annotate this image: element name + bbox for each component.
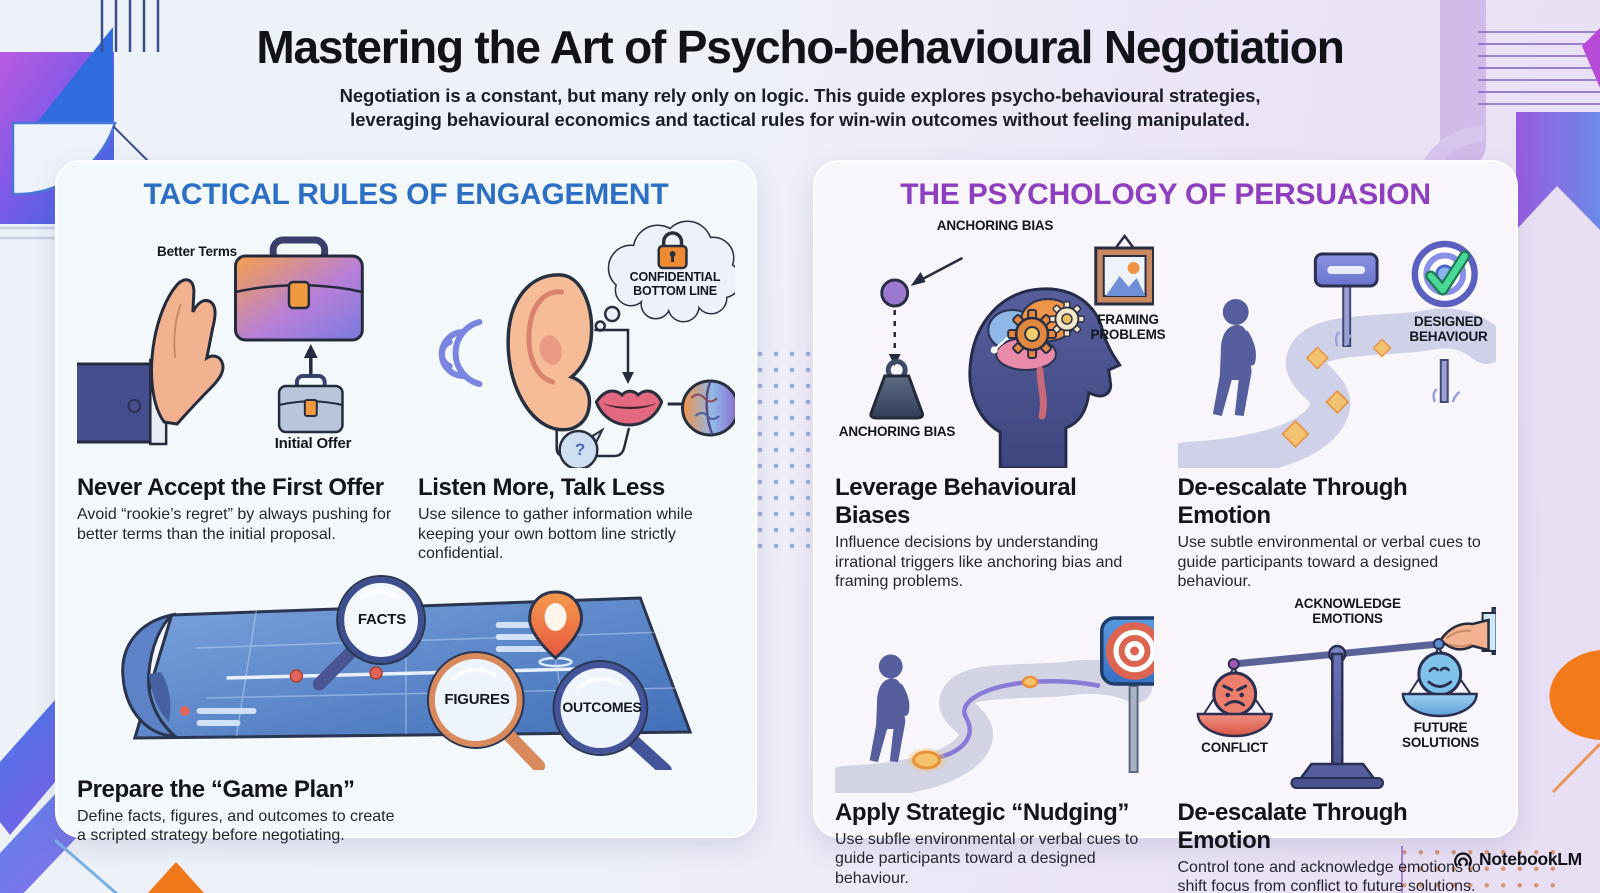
section-listen-more: CONFIDENTIAL BOTTOM LINE ? Listen More, … [418,218,735,564]
scale-post [1289,652,1384,789]
section-title: Never Accept the First Offer [77,474,384,501]
section-title: Prepare the “Game Plan” [77,775,355,803]
figures-label: FIGURES [444,690,510,708]
designed-behaviour-label: DESIGNED BEHAVIOUR [1409,314,1488,345]
magnifier-figures-icon [426,650,546,770]
section-deescalate-emotion: ACKNOWLEDGE EMOTIONS CONFLICT FUTURE SOL… [1177,595,1496,893]
section-body: Avoid “rookie’s regret” by always pushin… [77,506,392,543]
page-title: Mastering the Art of Psycho-behavioural … [256,21,1344,73]
stop-hand-icon [77,278,225,446]
facts-label: FACTS [357,610,407,628]
head-silhouette-icon [968,287,1122,468]
notebooklm-logo-icon [1454,852,1472,867]
anchor-callout-arrow [910,256,963,286]
acknowledge-emotions-label: ACKNOWLEDGE EMOTIONS [1294,595,1401,626]
flag-pole [1431,359,1460,403]
section-body: Use subtle environmental or verbal cues … [1177,534,1481,591]
arrow-up-icon [303,344,318,374]
notebooklm-logo-text: NotebookLM [1479,848,1582,869]
panel-tactical-rules: TACTICAL RULES OF ENGAGEMENT [55,160,757,844]
ear-icon [506,273,594,432]
confidential-bottom-line-label: CONFIDENTIAL BOTTOM LINE [629,270,721,298]
winding-path [835,659,1153,793]
balance-scale-illustration: ACKNOWLEDGE EMOTIONS CONFLICT FUTURE SOL… [1178,595,1496,793]
panel-psychology-persuasion: THE PSYCHOLOGY OF PERSUASION [813,160,1518,893]
solutions-pan [1401,646,1478,717]
page-subtitle: Negotiation is a constant, but many rely… [339,85,1261,131]
brain-icon [681,379,735,437]
section-strategic-nudging: Apply Strategic “Nudging” Use subfle env… [835,598,1154,893]
arrow-ear-to-lips [594,328,630,374]
section-body: Use silence to gather information while … [418,506,693,563]
briefcase-large-icon [234,236,364,342]
panel-heading-tactical: TACTICAL RULES OF ENGAGEMENT [143,178,669,211]
initial-offer-label: Initial Offer [274,435,352,452]
outcomes-label: OUTCOMES [562,698,642,715]
person-silhouette [869,654,910,762]
picture-frame-icon [1094,233,1154,306]
future-solutions-label: FUTURE SOLUTIONS [1402,719,1479,750]
listen-illustration: CONFIDENTIAL BOTTOM LINE ? [418,218,735,468]
page-header: Mastering the Art of Psycho-behavioural … [0,20,1600,132]
anchor-ball-icon [880,278,910,308]
section-title: Listen More, Talk Less [418,474,665,501]
section-never-accept-first-offer: Better Terms Initial Offer Never Accept … [77,218,394,564]
target-check-icon [1411,240,1478,308]
magnifier-facts-icon [312,574,426,691]
weight-icon [869,359,925,420]
gear-small-icon [1048,301,1085,337]
designed-path-illustration: DESIGNED BEHAVIOUR [1177,218,1496,468]
section-title: Apply Strategic “Nudging” [835,798,1130,826]
notebooklm-branding: NotebookLM [1452,848,1582,870]
location-pin-icon [528,590,583,667]
panel-heading-persuasion: THE PSYCHOLOGY OF PERSUASION [900,178,1431,211]
lips-icon [594,389,664,427]
section-game-plan: FACTS FIGURES OUTCOMES Prepare the “Game… [77,570,735,846]
stop-hand-illustration: Better Terms Initial Offer [77,218,394,468]
section-title: De-escalate Through Emotion [1177,798,1408,854]
question-mark-label: ? [574,440,586,459]
game-plan-map-illustration: FACTS FIGURES OUTCOMES [77,570,735,770]
biases-illustration: ANCHORING BIAS ANCHORING BIAS FRAMING PR… [835,218,1166,468]
briefcase-small-icon [277,374,344,434]
section-title: Leverage Behavioural Biases [835,474,1077,529]
framing-problems-label: FRAMING PROBLEMS [1090,312,1166,343]
conflict-label: CONFLICT [1201,739,1268,755]
nudging-illustration [835,598,1154,793]
glow-dots [907,675,1039,772]
question-bubble-icon [555,427,631,468]
anchoring-bias-callout-label: ANCHORING BIAS [936,218,1054,233]
better-terms-label: Better Terms [157,244,237,259]
person-silhouette [1212,299,1256,416]
lock-icon [657,231,688,270]
target-sign-icon [1100,615,1154,773]
thought-cloud-icon [594,220,735,332]
conflict-pan [1196,666,1273,737]
hand-icon [1438,606,1496,655]
anchoring-bias-weight-label: ANCHORING BIAS [838,424,956,439]
nudge-line [926,678,1101,762]
section-body: Use subfle environmental or verbal cues … [835,830,1139,887]
magnifier-outcomes-icon [552,659,672,770]
sound-waves-icon [438,319,483,387]
gear-icon [1007,309,1057,359]
signpost-icon [1313,252,1379,347]
section-body: Define facts, figures, and outcomes to c… [77,807,395,845]
section-behavioural-biases: ANCHORING BIAS ANCHORING BIAS FRAMING PR… [835,218,1166,592]
section-designed-behaviour: DESIGNED BEHAVIOUR De-escalate Through E… [1177,218,1496,592]
section-body: Control tone and acknowledge emotions to… [1177,858,1481,893]
section-body: Influence decisions by understanding irr… [835,534,1123,591]
section-title: De-escalate Through Emotion [1177,474,1408,529]
glowing-tiles [1280,338,1392,449]
